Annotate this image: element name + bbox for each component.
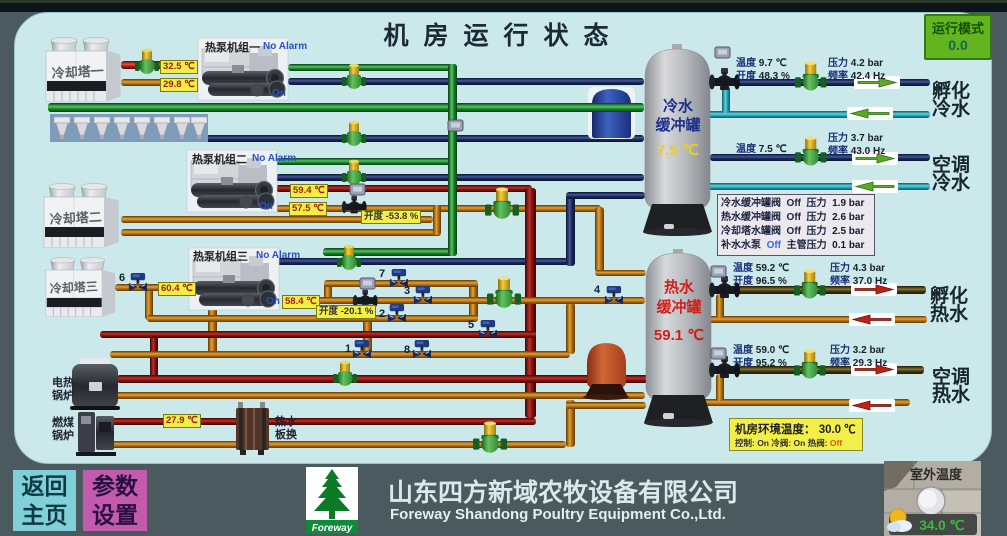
svg-text:冷却塔二: 冷却塔二	[49, 209, 102, 227]
svg-text:34.0 ℃: 34.0 ℃	[919, 518, 965, 533]
svg-text:室外温度: 室外温度	[910, 467, 963, 482]
svg-text:冷却塔一: 冷却塔一	[51, 63, 104, 81]
svg-text:Foreway: Foreway	[312, 523, 353, 534]
svg-text:冷却塔三: 冷却塔三	[49, 279, 98, 296]
